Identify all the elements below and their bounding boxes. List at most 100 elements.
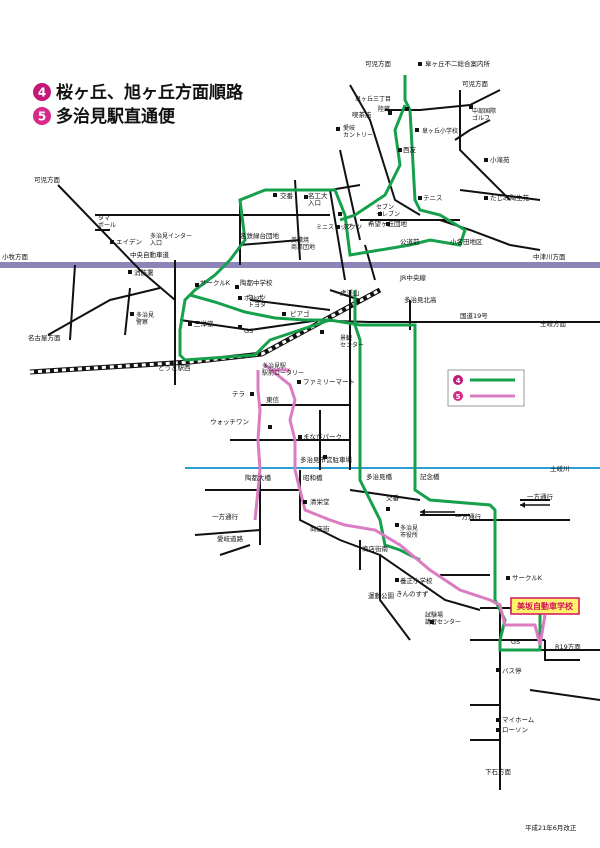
legend: 4 5 (447, 369, 525, 407)
route-5-path (253, 363, 547, 646)
label-jr-chuo: JR中央線 (399, 273, 426, 282)
label-sakura-elem: 皐ヶ丘小学校 (422, 127, 458, 135)
label-piago: ピアゴ (290, 309, 310, 318)
label-tajimi-north: 多治見北高 (404, 295, 437, 304)
label-sakura3: 皐ヶ丘三丁目 (355, 95, 391, 103)
route-4-path (178, 75, 542, 652)
label-eiden: エイデン (116, 237, 142, 246)
label-toki-east: 土岐方面 (540, 319, 567, 328)
label-revised: 平成21年6月改正 (525, 823, 577, 832)
label-sanyodo: 三洋堂 (194, 319, 214, 328)
label-busstop: バス停 (502, 666, 522, 675)
label-kani-ne: 可児方面 (462, 79, 489, 88)
label-r19dir: R19方面 (555, 642, 581, 651)
label-kibougaoka: 希望ヶ丘団地 (368, 219, 408, 228)
label-route19: 国道19号 (460, 311, 488, 320)
label-tera: テラ (232, 390, 245, 398)
label-tama-bowl: タマボール (98, 214, 116, 229)
legend-route5-number: 5 (456, 393, 461, 401)
label-biyou: 美濃焼商業団地 (291, 236, 315, 251)
label-minisutop: ミニストップ (316, 224, 352, 231)
label-chuo-expy: 中央自動車道 (130, 250, 170, 259)
chuo-expressway (0, 262, 600, 268)
label-aigi: 愛岐道路 (217, 534, 244, 543)
label-kinnosuzu: きんのすず (396, 589, 429, 598)
route5-badge-number: 5 (38, 110, 46, 124)
label-shuttle: 陶都中学校 (240, 278, 273, 287)
label-seiyu2: 清栄堂 (310, 497, 330, 506)
school-marker: 美坂自動車学校 (510, 597, 580, 615)
label-tora: 虎渓山 (340, 288, 360, 297)
label-ippou2: 一方通行 (455, 512, 482, 521)
legend-route4-badge (453, 375, 463, 385)
label-shobo: 消防署 (134, 268, 154, 277)
label-showa: 昭和橋 (303, 473, 323, 482)
school-label: 美坂自動車学校 (517, 601, 574, 611)
map-labels: 可児方面 皐ヶ丘不二総合案内所 可児方面 皐ヶ丘三丁目 陸蔵 喫茶店 皐ヶ丘小学… (2, 59, 581, 832)
label-kani-west: 可児方面 (34, 175, 61, 184)
route5-badge (33, 107, 51, 125)
label-chubu-golf: 中部国際ゴルフ (472, 107, 496, 122)
label-kinenbashi: 記念橋 (420, 472, 440, 481)
label-tajimi-ic: 多治見インター入口 (150, 232, 192, 247)
label-tajimi-eki: 多治見駅駅前ロータリー (262, 362, 304, 377)
label-komaki: 小牧方面 (2, 252, 29, 261)
one-way-arrows (420, 502, 550, 515)
route5-title: 多治見駅直通便 (56, 106, 176, 127)
label-koban2: 交番 (386, 493, 400, 502)
label-nishitomo: 西友 (403, 145, 417, 154)
label-meikodai: 名工大入口 (308, 191, 328, 207)
label-rikusou: 陸蔵 (378, 105, 390, 113)
label-nagoya: 名古屋方面 (28, 333, 61, 342)
label-tennis: テニス (423, 194, 443, 202)
label-aikikantry: 愛岐カントリー (343, 124, 373, 139)
route4-badge-number: 4 (38, 86, 46, 100)
label-myhome: マイホーム (502, 716, 535, 724)
label-circlek1: サークルK (200, 279, 231, 287)
legend-route4-number: 4 (456, 377, 461, 385)
label-family: ファミリーマート (303, 378, 355, 386)
label-tokigawa: 土岐川 (550, 464, 570, 473)
label-ippou1: 一方通行 (527, 492, 554, 501)
label-koban: 交番 (280, 191, 294, 200)
label-tajimi-city-gym: 多治見市営駐車場 (300, 455, 353, 464)
label-meitetsu: 名鉄緑台団地 (240, 231, 280, 240)
landmark-markers (110, 62, 510, 732)
label-ippou3: 一方通行 (212, 512, 239, 521)
label-toritsuru: とうと駅西 (158, 364, 191, 372)
label-sakuragaoka-office: 皐ヶ丘不二総合案内所 (425, 59, 491, 68)
label-shimoishi: 下石方面 (485, 767, 512, 776)
label-nakatsugawa: 中津川方面 (533, 252, 566, 261)
label-manabi: まなびパーク (303, 433, 342, 441)
title-block: 4 桜ヶ丘、旭ヶ丘方面順路 5 多治見駅直通便 (33, 82, 244, 127)
label-touhou: 東信 (266, 395, 280, 404)
label-gs1: GS (244, 327, 253, 335)
label-undo: 運動公園 (368, 591, 394, 600)
label-circlek2: サークルK (512, 574, 543, 582)
label-ekimae-center: 景観センター (340, 334, 364, 349)
label-ogu: 小滝苑 (490, 155, 510, 164)
label-yoshioka: 養正小学校 (400, 576, 433, 585)
label-kani-north: 可児方面 (365, 59, 392, 68)
label-tokimaru: 陶都大橋 (245, 473, 272, 482)
label-gs2: GS (511, 638, 520, 646)
label-shiken: 試験場講習センター (425, 611, 461, 626)
label-ogida: 小名田地区 (450, 237, 483, 246)
label-porupo: ポルポ (244, 294, 264, 302)
label-shotennan: 商店街南 (362, 544, 389, 553)
label-acts: アクツ (343, 223, 362, 231)
label-kissa: 喫茶店 (352, 110, 372, 119)
label-tajimi-cityhall: 多治見市役所 (400, 524, 418, 539)
route4-badge (33, 83, 51, 101)
label-seven: セブンイレブン (376, 203, 400, 218)
label-shoten: 商店街 (310, 524, 330, 533)
label-tajimi-police: 多治見警察 (136, 311, 154, 326)
route4-title: 桜ヶ丘、旭ヶ丘方面順路 (56, 82, 244, 103)
label-lawson: ローソン (502, 726, 528, 734)
label-netz: ネッツトヨタ (248, 295, 266, 309)
legend-route5-badge (453, 391, 463, 401)
label-tajimi-ryokuen: たじみ陶生苑 (490, 193, 530, 202)
label-watch: ウォッチワン (210, 418, 249, 426)
